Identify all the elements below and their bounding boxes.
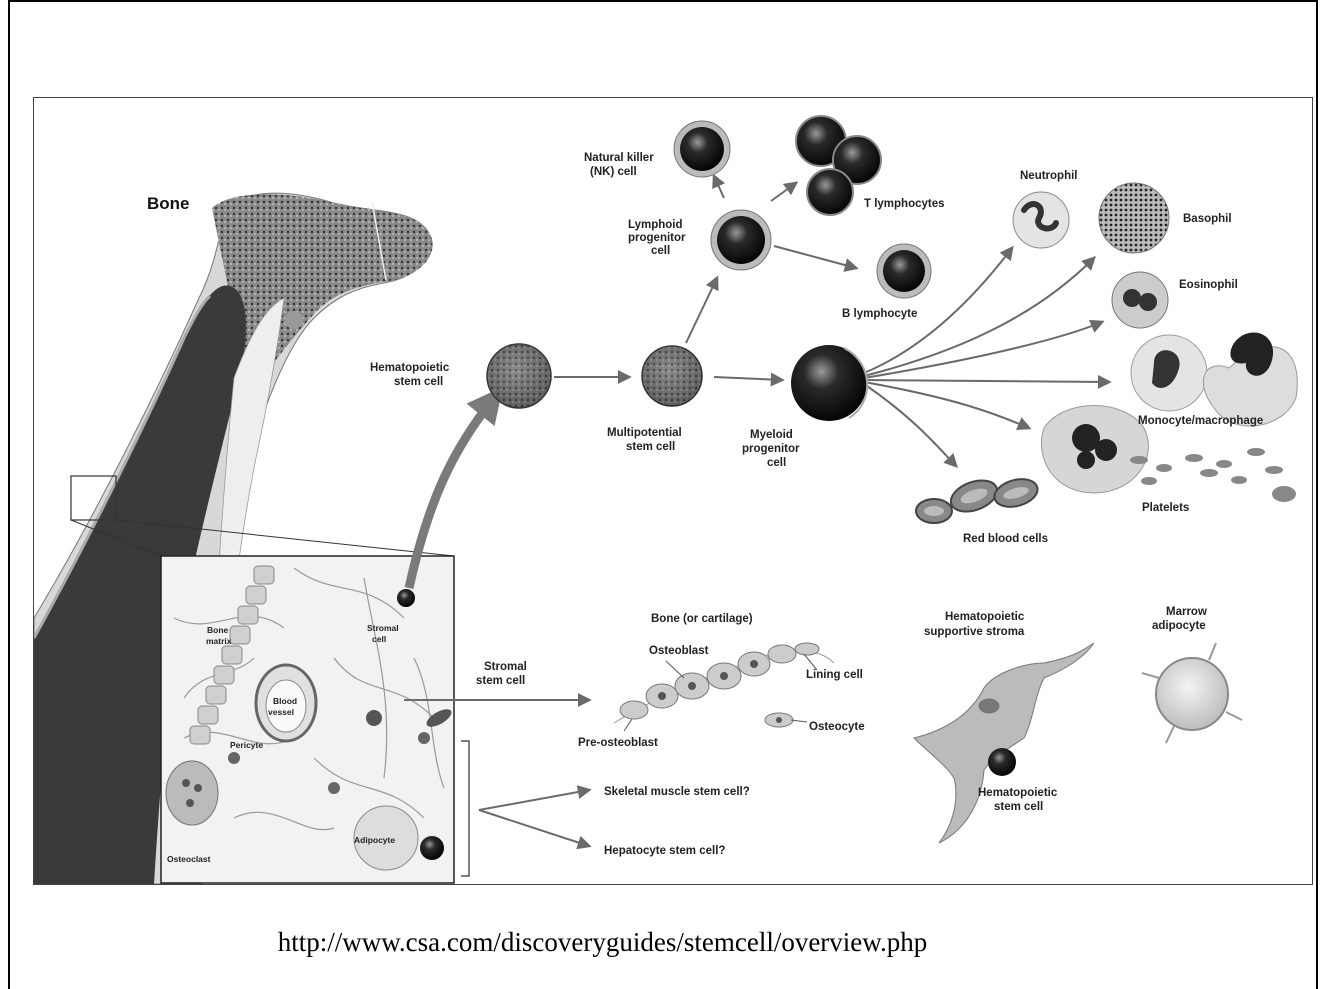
multipotential-label: Multipotential <box>607 427 682 439</box>
inset-stromal-cell-label-2: cell <box>372 634 386 644</box>
neutrophil <box>1013 192 1069 248</box>
source-url: http://www.csa.com/discoveryguides/stemc… <box>0 927 1265 958</box>
osteocyte-label: Osteocyte <box>809 721 865 733</box>
monocyte-label: Monocyte/macrophage <box>1138 415 1263 427</box>
b-lymphocyte-label: B lymphocyte <box>842 308 917 320</box>
myeloid-label-3: cell <box>767 457 786 469</box>
supportive-stroma-cell <box>914 643 1094 843</box>
bone-cartilage-label: Bone (or cartilage) <box>651 613 753 625</box>
multipotential-label-2: stem cell <box>626 441 675 453</box>
inset-bone-matrix-label: Bone <box>207 625 229 635</box>
lymphoid-label: Lymphoid <box>628 219 683 231</box>
nk-label: Natural killer <box>584 152 654 164</box>
inset-blood-vessel-label: Blood <box>273 696 297 706</box>
small-hsc-label: Hematopoietic <box>978 787 1058 799</box>
platelets-label: Platelets <box>1142 502 1189 514</box>
eosinophil <box>1112 272 1168 328</box>
red-blood-cells <box>916 475 1041 523</box>
platelets <box>1130 448 1296 502</box>
nk-label-2: (NK) cell <box>590 166 637 178</box>
myeloid-label: Myeloid <box>750 429 793 441</box>
bracket <box>461 741 469 876</box>
inset-adipocyte-label: Adipocyte <box>354 835 395 845</box>
small-hsc <box>988 748 1016 776</box>
stem-cell-illustration: Bone <box>33 97 1313 885</box>
inset-pericyte-label: Pericyte <box>230 740 263 750</box>
small-hsc-label-2: stem cell <box>994 801 1043 813</box>
lining-cell-label: Lining cell <box>806 669 863 681</box>
marrow-inset <box>161 556 454 883</box>
myeloid-label-2: progenitor <box>742 443 800 455</box>
hsc-label: Hematopoietic <box>370 362 450 374</box>
marrow-adipocyte <box>1142 643 1242 743</box>
skeletal-muscle-label: Skeletal muscle stem cell? <box>604 786 750 798</box>
stromal-stem-label: Stromal <box>484 661 527 673</box>
osteoblast-label: Osteoblast <box>649 645 709 657</box>
stromal-stem-label-2: stem cell <box>476 675 525 687</box>
lymphoid-label-2: progenitor <box>628 232 686 244</box>
osteoblast-sheet <box>614 643 834 731</box>
multipotential-stem-cell <box>642 346 702 406</box>
hsc-label-2: stem cell <box>394 376 443 388</box>
inset-blood-vessel-label-2: vessel <box>268 707 294 717</box>
lymphoid-progenitor-cell <box>711 210 771 270</box>
hepatocyte-label: Hepatocyte stem cell? <box>604 845 725 857</box>
lymphoid-label-3: cell <box>651 245 670 257</box>
marrow-adipocyte-label: Marrow <box>1166 606 1207 618</box>
basophil <box>1099 183 1169 253</box>
neutrophil-label: Neutrophil <box>1020 170 1078 182</box>
inset-stromal-cell-label: Stromal <box>367 623 399 633</box>
inset-osteoclast-label: Osteoclast <box>167 854 211 864</box>
natural-killer-cell <box>674 121 730 177</box>
marrow-adipocyte-label-2: adipocyte <box>1152 620 1206 632</box>
bone-label: Bone <box>147 194 190 213</box>
hematopoietic-stem-cell <box>487 344 551 408</box>
basophil-label: Basophil <box>1183 213 1232 225</box>
t-lymphocytes-label: T lymphocytes <box>864 198 945 210</box>
b-lymphocyte <box>877 244 931 298</box>
supportive-stroma-label-2: supportive stroma <box>924 626 1025 638</box>
pre-osteoblast-label: Pre-osteoblast <box>578 737 658 749</box>
rbc-label: Red blood cells <box>963 533 1048 545</box>
eosinophil-label: Eosinophil <box>1179 279 1238 291</box>
inset-bone-matrix-label-2: matrix <box>206 636 232 646</box>
myeloid-progenitor-cell <box>791 345 867 421</box>
supportive-stroma-label: Hematopoietic <box>945 611 1025 623</box>
